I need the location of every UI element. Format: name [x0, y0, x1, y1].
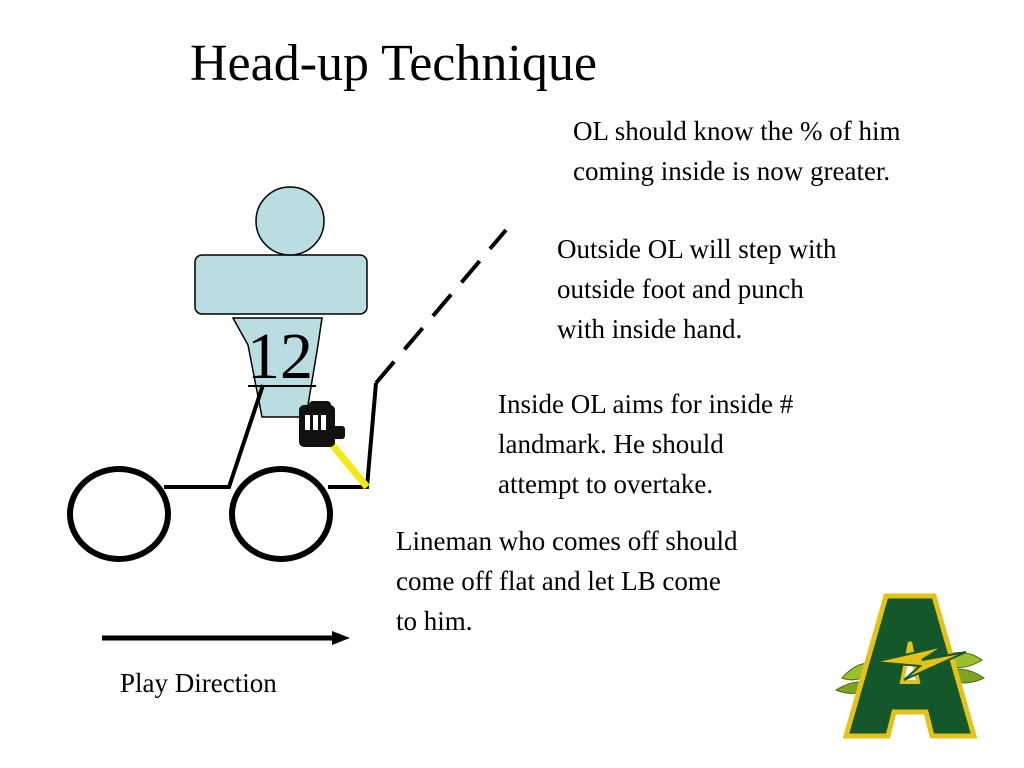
dummy-head: [255, 186, 325, 256]
note-outside-ol-step: Outside OL will step with outside foot a…: [557, 234, 837, 344]
direction-arrow-icon: [102, 631, 350, 645]
school-logo: [834, 593, 985, 739]
slide-title: Head-up Technique: [190, 35, 597, 92]
play-direction-label: Play Direction: [120, 668, 277, 698]
player-number: 12: [247, 320, 313, 393]
logo-lightning-bolt: [873, 645, 967, 681]
dummy-shoulders: [194, 254, 368, 315]
note-lineman-comes-off: Lineman who comes off should come off fl…: [396, 526, 738, 636]
note-inside-ol-aim: Inside OL aims for inside # landmark. He…: [498, 389, 794, 499]
fist-icon: [299, 401, 345, 447]
note-ol-inside-percentage: OL should know the % of him coming insid…: [573, 116, 901, 186]
offensive-lineman-left: [67, 466, 171, 562]
dummy-figure-icon: [194, 186, 368, 418]
offensive-lineman-right: [229, 466, 333, 562]
outside-ol-dashed-path: [374, 228, 508, 385]
inside-ol-path: [164, 384, 265, 489]
